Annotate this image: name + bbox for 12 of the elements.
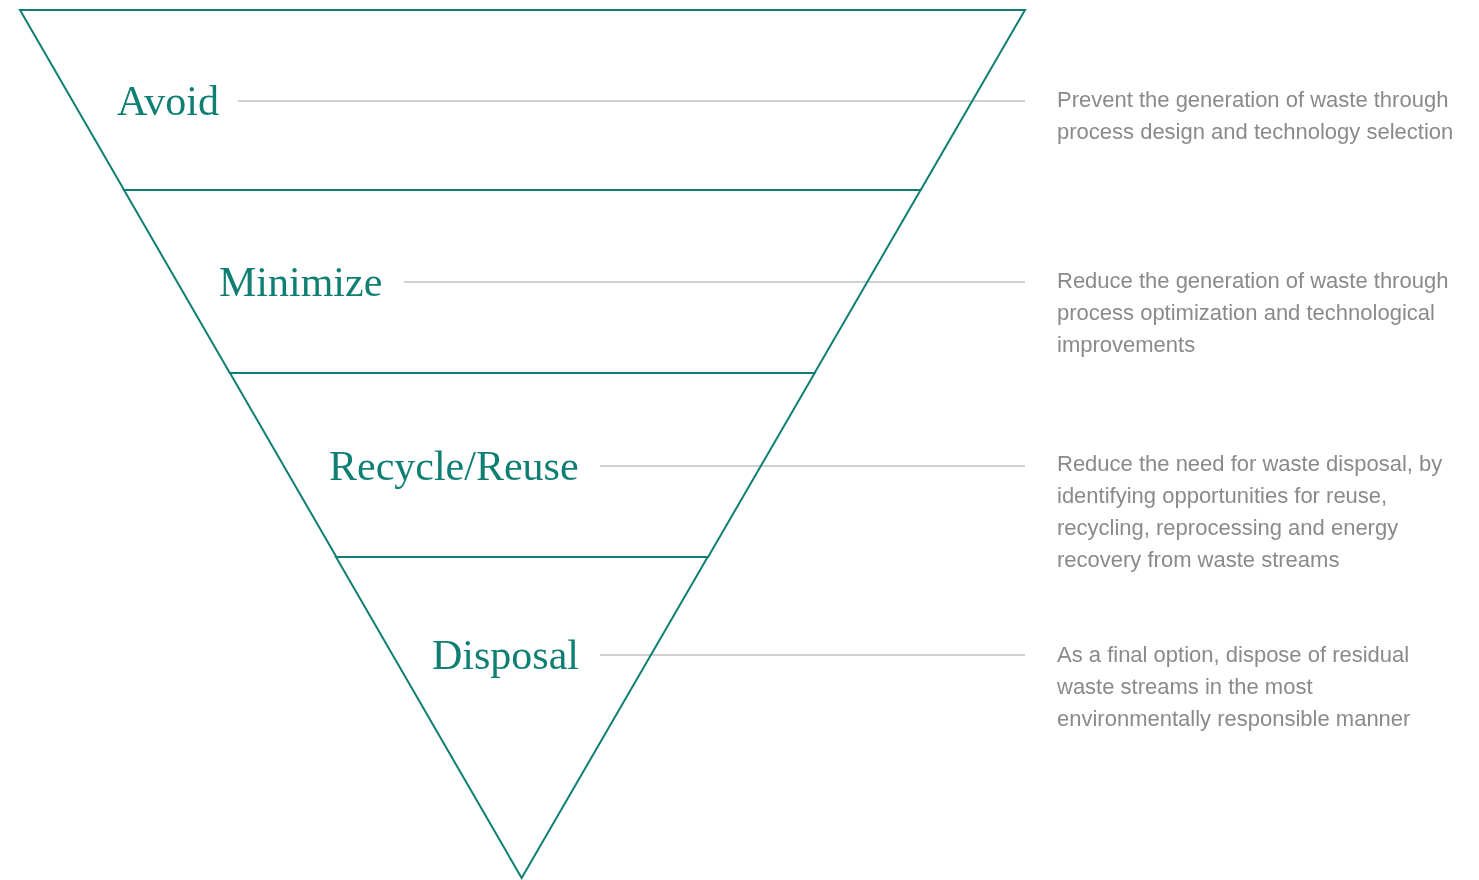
leader-line (237, 100, 1026, 102)
leader-line (403, 281, 1026, 283)
level-label: Recycle/Reuse (329, 442, 579, 491)
level-label: Avoid (117, 77, 219, 126)
leader-line (599, 654, 1026, 656)
level-label: Minimize (219, 258, 383, 307)
description-text: Prevent the generation of waste through process design and technology selection (1057, 84, 1467, 148)
leader-line (599, 465, 1026, 467)
description-text: Reduce the need for waste disposal, by identifying opportunities for reuse, recycling, reprocessing and energy recovery from waste streams (1057, 448, 1467, 576)
description-text: Reduce the generation of waste through process optimization and technological improvements (1057, 265, 1467, 361)
level-label: Disposal (432, 631, 579, 680)
description-text: As a final option, dispose of residual waste streams in the most environmentally responsible manner (1057, 639, 1467, 735)
